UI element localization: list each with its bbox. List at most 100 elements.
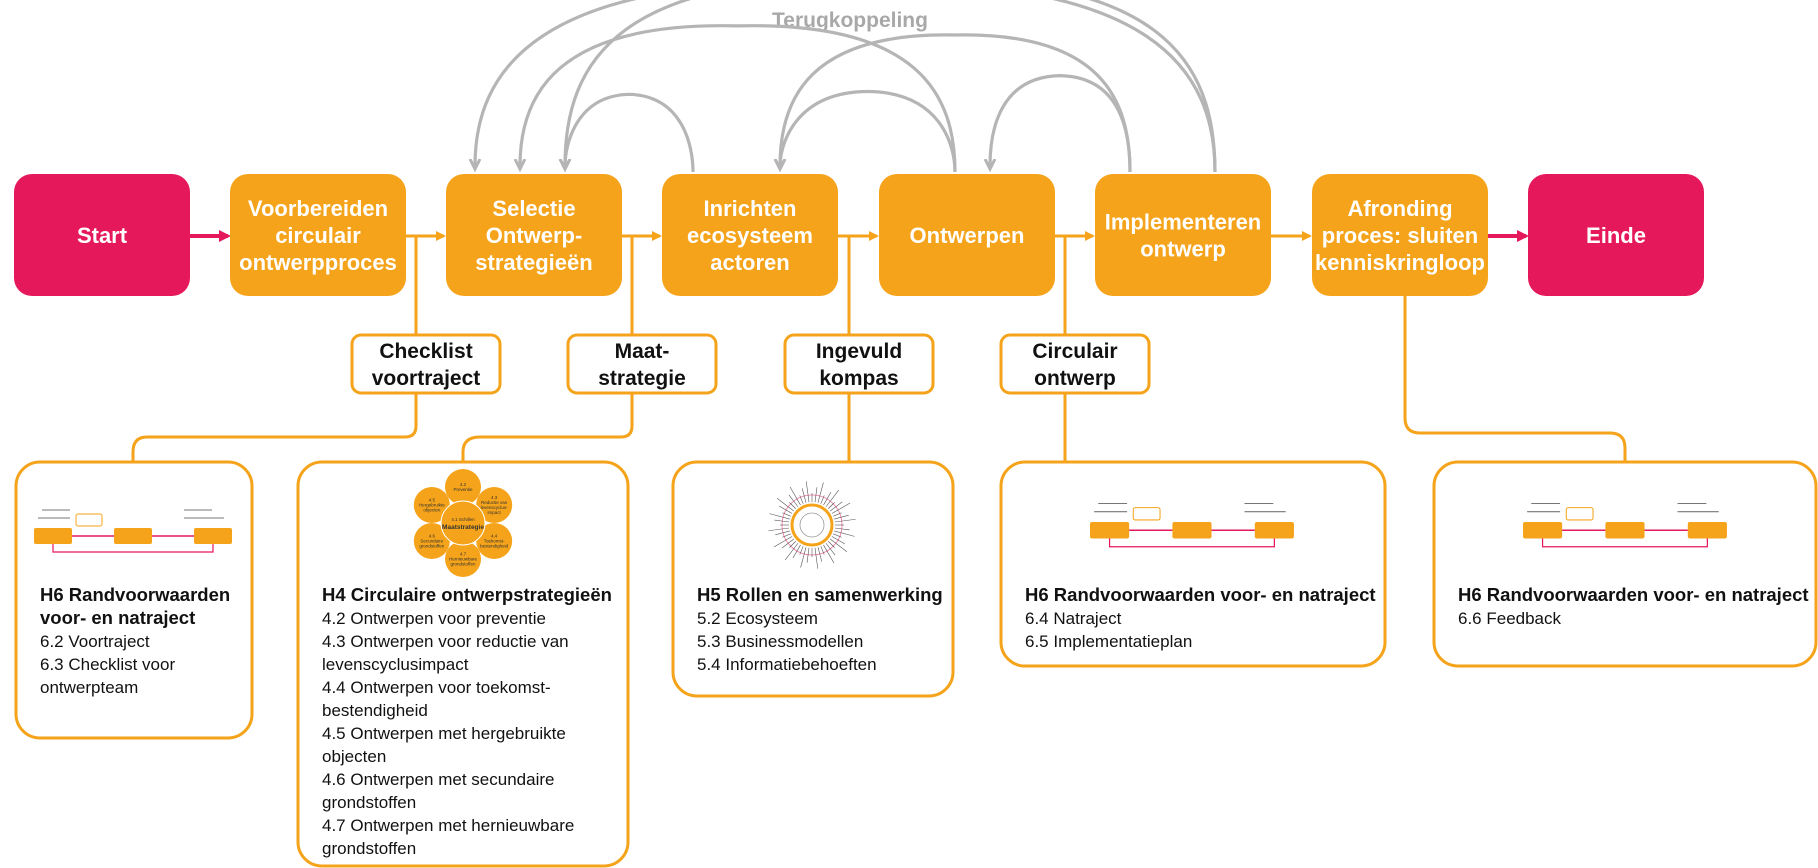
compass-spoke <box>830 538 848 553</box>
flower-petal-label: Hernieuwbare <box>449 557 478 562</box>
flower-petal <box>476 487 513 523</box>
compass-spoke <box>805 481 810 503</box>
step-label: actoren <box>710 250 789 275</box>
thumb-loop <box>1108 538 1275 548</box>
thumb-step <box>194 528 232 544</box>
flower-petal-label: 4.4 <box>491 534 498 539</box>
card-item: 5.4 Informatiebehoeften <box>697 655 877 674</box>
flower-petal-label: Reductie van <box>481 500 508 505</box>
flower-petal-label: Secundaire <box>420 539 443 544</box>
output-box <box>783 333 935 395</box>
step-box-start <box>14 174 190 296</box>
step-label: ecosysteem <box>687 223 813 248</box>
compass-spoke <box>789 541 796 548</box>
flower-petal-label: 4.6 <box>429 534 436 539</box>
feedback-arc <box>565 92 695 172</box>
card-item: 6.5 Implementatieplan <box>1025 632 1192 651</box>
step-label: circulair <box>275 223 361 248</box>
step-box-implementeren <box>1095 174 1271 296</box>
compass-spoke <box>789 502 796 509</box>
compass-spoke <box>814 547 819 569</box>
thumb-output <box>1565 507 1594 521</box>
compass-spoke <box>799 495 804 504</box>
compass-spoke <box>825 543 836 556</box>
step-label: Selectie <box>492 196 575 221</box>
flower-petal-label: 4.5 <box>429 498 436 503</box>
compass-spoke <box>800 547 807 568</box>
flower-petal-label: Toekomst- <box>484 539 505 544</box>
card-h6-c: H6 Randvoorwaarden voor- en natraject6.6… <box>1432 460 1818 668</box>
step-box-inrichten <box>662 174 838 296</box>
thumb-step <box>114 528 152 544</box>
step-label: Afronding <box>1347 196 1452 221</box>
step-label: Einde <box>1586 223 1646 248</box>
flower-petal-label: grondstoffen <box>451 562 476 567</box>
flower-petal <box>413 487 450 523</box>
thumb-step <box>1605 522 1645 539</box>
thumb-loop <box>52 544 214 553</box>
card-item: ontwerpteam <box>40 678 138 697</box>
card-title: H6 Randvoorwaarden voor- en natraject <box>1025 584 1376 605</box>
step-label: strategieën <box>475 250 592 275</box>
compass-spoke <box>769 513 790 520</box>
card-box <box>671 460 955 698</box>
compass-spoke <box>834 530 855 537</box>
thumb-step <box>1090 522 1130 539</box>
output-box <box>566 333 718 395</box>
flower-petal <box>445 541 481 577</box>
card-item: 6.2 Voortraject <box>40 632 150 651</box>
compass-spoke <box>782 533 791 538</box>
compass-spoke <box>817 482 824 503</box>
feedback-title: Terugkoppeling <box>772 9 928 32</box>
card-box <box>14 460 254 740</box>
compass-spoke <box>784 543 799 561</box>
card-item: bestendigheid <box>322 701 428 720</box>
thumb-step <box>1687 522 1727 539</box>
compass-spoke <box>799 546 804 555</box>
process-thumbnail <box>34 509 232 553</box>
compass-spoke <box>831 536 846 545</box>
compass-spoke <box>825 489 840 507</box>
step-label: Inrichten <box>704 196 797 221</box>
card-title: H4 Circulaire ontwerpstrategieën <box>322 584 612 605</box>
output-label: ontwerp <box>1034 367 1116 390</box>
compass-spoke <box>774 519 790 523</box>
flower-petal-label: Hergebruikte <box>419 503 445 508</box>
card-item: 4.7 Ontwerpen met hernieuwbare <box>322 816 574 835</box>
output-labels: ChecklistvoortrajectMaat-strategieIngevu… <box>350 333 1151 395</box>
flower-petal-label: objecten <box>423 508 441 513</box>
step-label: ontwerpproces <box>239 250 397 275</box>
flower-petal-label: Preventie <box>453 487 473 492</box>
output-box <box>350 333 502 395</box>
card-item: grondstoffen <box>322 839 416 858</box>
step-start: Start <box>14 174 190 296</box>
output-label: Checklist <box>379 340 472 363</box>
card-item: 4.4 Ontwerpen voor toekomst- <box>322 678 551 697</box>
compass-spoke <box>776 497 794 512</box>
card-item: 6.4 Natraject <box>1025 609 1122 628</box>
connector-line <box>461 236 634 462</box>
compass-spoke <box>831 502 851 514</box>
card-title: H6 Randvoorwaarden voor- en natraject <box>1458 584 1809 605</box>
card-box <box>1432 460 1818 668</box>
flower-center-label: 4.1 Schillen <box>451 517 475 522</box>
flower-petal-label: bestendigheid <box>480 544 509 549</box>
step-label: ontwerp <box>1140 237 1226 262</box>
compass-spoke <box>828 541 835 548</box>
thumb-output <box>75 513 103 527</box>
card-item: 4.2 Ontwerpen voor preventie <box>322 609 546 628</box>
card-item: grondstoffen <box>322 793 416 812</box>
thumb-step <box>34 528 72 544</box>
output-label: kompas <box>819 367 898 390</box>
card-item: objecten <box>322 747 386 766</box>
flower-center <box>440 500 486 546</box>
compass-spoke <box>833 533 842 538</box>
flower-petal <box>445 469 481 505</box>
